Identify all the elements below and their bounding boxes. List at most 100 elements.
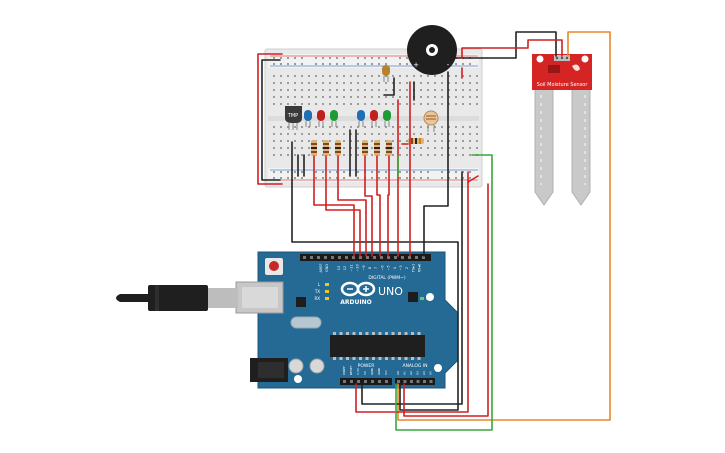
header-pin[interactable] (371, 380, 374, 383)
breadboard-hole (406, 57, 408, 59)
header-pin[interactable] (385, 380, 388, 383)
breadboard-hole (413, 75, 415, 77)
chip-pin (352, 357, 356, 360)
header-pin[interactable] (357, 380, 360, 383)
buzzer-icon[interactable]: + - (407, 25, 457, 75)
header-pin[interactable] (429, 380, 433, 383)
header-pin[interactable] (350, 380, 353, 383)
soil-moisture-sensor[interactable]: Soil Moisture Sensor (532, 54, 592, 206)
chip-pin (417, 357, 421, 360)
header-pin[interactable] (317, 256, 320, 259)
breadboard-hole (329, 82, 331, 84)
breadboard-hole (385, 154, 387, 156)
breadboard-hole (280, 82, 282, 84)
resistor[interactable] (374, 140, 380, 156)
breadboard-hole (469, 89, 471, 91)
header-pin[interactable] (352, 256, 355, 259)
breadboard-hole (287, 89, 289, 91)
header-pin[interactable] (416, 380, 420, 383)
header-pin[interactable] (303, 256, 306, 259)
led-blue-1[interactable] (304, 110, 312, 127)
breadboard-hole (301, 154, 303, 156)
led-green-1[interactable] (330, 110, 338, 127)
header-pin[interactable] (364, 380, 367, 383)
breadboard-hole (315, 96, 317, 98)
breadboard-hole (322, 140, 324, 142)
header-pin[interactable] (403, 380, 407, 383)
resistor[interactable] (386, 140, 392, 156)
breadboard-hole (420, 171, 422, 173)
temperature-sensor[interactable]: TMP (285, 106, 302, 130)
resistor[interactable] (408, 138, 424, 144)
header-pin[interactable] (380, 256, 383, 259)
breadboard-hole (385, 171, 387, 173)
breadboard-hole (392, 103, 394, 105)
breadboard-hole (350, 89, 352, 91)
breadboard-hole (308, 89, 310, 91)
header-pin[interactable] (397, 380, 400, 383)
header-pin[interactable] (310, 256, 313, 259)
breadboard-hole (336, 63, 338, 65)
resistor[interactable] (362, 140, 368, 156)
header-pin[interactable] (338, 256, 341, 259)
power-pin-label: GND (377, 367, 381, 375)
breadboard-hole (427, 177, 429, 179)
breadboard-hole (273, 89, 275, 91)
header-pin[interactable] (410, 380, 413, 383)
header-pin[interactable] (422, 256, 425, 259)
breadboard-hole (434, 96, 436, 98)
led-green-2[interactable] (383, 110, 391, 127)
header-pin[interactable] (359, 256, 362, 259)
breadboard-hole (294, 154, 296, 156)
header-pin[interactable] (423, 380, 426, 383)
header-pin[interactable] (343, 380, 346, 383)
led-yellow[interactable] (382, 65, 390, 82)
led-red-2[interactable] (370, 110, 378, 127)
header-pin[interactable] (331, 256, 334, 259)
header-pin[interactable] (324, 256, 327, 259)
breadboard-hole (329, 75, 331, 77)
resistor[interactable] (323, 140, 329, 156)
breadboard-hole (420, 89, 422, 91)
breadboard-hole (301, 126, 303, 128)
breadboard-hole (294, 57, 296, 59)
header-pin[interactable] (373, 256, 376, 259)
resistor[interactable] (335, 140, 341, 156)
breadboard-hole (315, 133, 317, 135)
breadboard-hole (364, 96, 366, 98)
digital-pin-label: 13 (337, 266, 341, 270)
breadboard-hole (315, 89, 317, 91)
chip-pin (372, 332, 375, 335)
breadboard-hole (406, 75, 408, 77)
breadboard-hole (469, 177, 471, 179)
breadboard-hole (469, 171, 471, 173)
led-red-1[interactable] (317, 110, 325, 127)
breadboard-hole (322, 177, 324, 179)
photoresistor-icon[interactable] (423, 110, 439, 132)
breadboard-hole (420, 177, 422, 179)
header-pin[interactable] (387, 256, 390, 259)
breadboard-hole (294, 171, 296, 173)
header-pin[interactable] (378, 380, 381, 383)
breadboard-hole (308, 140, 310, 142)
breadboard-hole (462, 177, 464, 179)
breadboard-hole (434, 126, 436, 128)
header-pin[interactable] (401, 256, 404, 259)
arduino-logo-icon (340, 281, 376, 297)
reset-button-icon[interactable] (265, 258, 283, 275)
header-pin[interactable] (366, 256, 369, 259)
breadboard-hole (420, 126, 422, 128)
aref-label: AREF (319, 263, 323, 272)
header-pin[interactable] (415, 256, 418, 259)
chip-pin (346, 332, 349, 335)
chip-pin (417, 332, 421, 335)
header-pin[interactable] (394, 256, 397, 259)
header-pin[interactable] (408, 256, 411, 259)
tx-label: TX (314, 289, 320, 294)
resistor[interactable] (311, 140, 317, 156)
arduino-uno-board[interactable]: L TX RX ON ARDUINO UNO DIGITAL (PWM~) AR… (235, 251, 459, 389)
breadboard-hole (301, 140, 303, 142)
header-pin[interactable] (345, 256, 348, 259)
breadboard-hole (371, 171, 373, 173)
led-blue-2[interactable] (357, 110, 365, 127)
